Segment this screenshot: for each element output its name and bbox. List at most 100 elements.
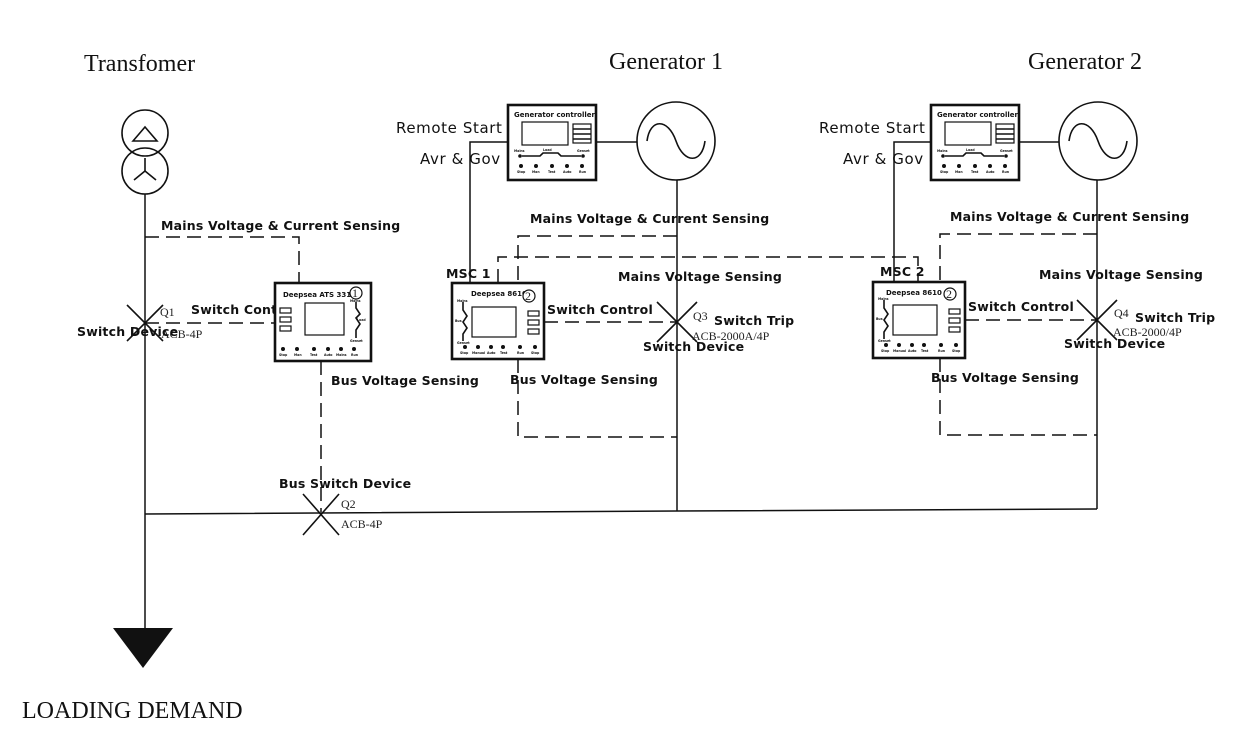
generator-1-controller[interactable]: Generator controller Mains Load Genset S…: [506, 103, 598, 182]
keypad-button-icon[interactable]: [580, 164, 584, 168]
keypad-button-icon[interactable]: [312, 347, 316, 351]
keypad-button-icon[interactable]: [897, 343, 901, 347]
controller-title: Generator controller: [514, 111, 596, 119]
generator-2-controller[interactable]: Generator controller Mains Load Genset S…: [929, 103, 1021, 182]
msc2-display: [892, 304, 938, 336]
ats-bus-sensing-label: Bus Voltage Sensing: [331, 373, 479, 388]
msc1-display: [471, 306, 517, 338]
keypad-button-icon[interactable]: [884, 343, 888, 347]
keypad-button-icon[interactable]: [533, 345, 537, 349]
keypad-button-icon[interactable]: [550, 164, 554, 168]
q2-id: Q2: [341, 497, 356, 511]
controller-micro-label: Run: [1002, 170, 1010, 174]
gen1-mains-v-sensing-label: Mains Voltage Sensing: [618, 269, 782, 284]
controller-title: Generator controller: [937, 111, 1019, 119]
keypad-button-icon[interactable]: [489, 345, 493, 349]
keypad-button-icon[interactable]: [957, 164, 961, 168]
generator-2-icon[interactable]: [1058, 101, 1138, 181]
keypad-button-icon[interactable]: [565, 164, 569, 168]
q3-breaker-icon[interactable]: [656, 301, 698, 343]
q4-breaker-icon[interactable]: [1076, 299, 1118, 341]
msc2-bus-sensing-wire: [939, 358, 1097, 436]
keypad-button-icon[interactable]: [326, 347, 330, 351]
keypad-button-icon[interactable]: [922, 343, 926, 347]
controller-micro-label: Mains: [457, 299, 468, 303]
generator-2-title: Generator 2: [1028, 49, 1142, 75]
keypad-button-icon[interactable]: [973, 164, 977, 168]
ats-button[interactable]: [279, 325, 292, 332]
keypad-button-icon[interactable]: [501, 345, 505, 349]
msc1-keypad[interactable]: Stop Manual Auto Test Run Stop: [460, 345, 540, 355]
controller-micro-label: Manual: [893, 349, 906, 353]
controller-micro-label: Test: [971, 170, 979, 174]
msc2-button[interactable]: [948, 326, 961, 333]
controller-micro-label: Man: [955, 170, 963, 174]
msc1-button[interactable]: [527, 328, 540, 335]
controller-micro-label: Run: [351, 353, 359, 357]
keypad-button-icon[interactable]: [534, 164, 538, 168]
keypad-button-icon[interactable]: [988, 164, 992, 168]
bus-switch-device-label: Bus Switch Device: [279, 476, 411, 491]
ats-display: [304, 302, 345, 336]
controller-micro-label: Mains: [514, 149, 525, 153]
ats-keypad[interactable]: Stop Man Test Auto Mains Run: [279, 347, 359, 357]
keypad-button-icon[interactable]: [910, 343, 914, 347]
controller-number: 2: [946, 287, 952, 301]
keypad-button-icon[interactable]: [942, 164, 946, 168]
q2-breaker-icon[interactable]: [302, 493, 340, 536]
keypad-button-icon[interactable]: [1003, 164, 1007, 168]
q3-switch-trip-label: Switch Trip: [714, 313, 794, 328]
transformer-icon[interactable]: [121, 109, 169, 195]
msc2-controller[interactable]: Deepsea 8610 2 Mains Bus Genset Stop Man…: [871, 280, 967, 360]
q4-rating: ACB-2000/4P: [1113, 325, 1182, 339]
msc1-button[interactable]: [527, 319, 540, 326]
q1-switch-device-label: Switch Device: [77, 324, 178, 339]
controller-micro-label: Mains: [350, 299, 361, 303]
ats-controller[interactable]: Deepsea ATS 331 1 Mains Load Genset Stop…: [273, 281, 373, 363]
q4-id: Q4: [1114, 306, 1129, 320]
controller-micro-label: Man: [532, 170, 540, 174]
ats-button[interactable]: [279, 307, 292, 314]
controller-number: 2: [525, 289, 531, 303]
msc1-controller[interactable]: Deepsea 8610 2 Mains Bus Genset Stop Man…: [450, 281, 546, 361]
msc1-bus-sensing-label: Bus Voltage Sensing: [510, 372, 658, 387]
q4-switch-trip-label: Switch Trip: [1135, 310, 1215, 325]
gen2-keypad[interactable]: Stop Man Test Auto Run: [940, 164, 1010, 174]
transformer-title: Transfomer: [84, 51, 195, 77]
keypad-button-icon[interactable]: [518, 345, 522, 349]
msc2-button[interactable]: [948, 317, 961, 324]
keypad-button-icon[interactable]: [954, 343, 958, 347]
controller-micro-label: Load: [543, 148, 552, 152]
keypad-button-icon[interactable]: [463, 345, 467, 349]
keypad-button-icon[interactable]: [939, 343, 943, 347]
gen1-remote-start-label: Remote Start: [396, 119, 503, 137]
msc2-number-badge: [943, 287, 957, 301]
ats-button[interactable]: [279, 316, 292, 323]
controller-micro-label: Run: [579, 170, 587, 174]
keypad-button-icon[interactable]: [519, 164, 523, 168]
keypad-button-icon[interactable]: [339, 347, 343, 351]
msc1-button[interactable]: [527, 310, 540, 317]
controller-micro-label: Bus: [455, 319, 462, 323]
gen1-keypad[interactable]: Stop Man Test Auto Run: [517, 164, 587, 174]
generator-1-icon[interactable]: [636, 101, 716, 181]
q3-id: Q3: [693, 309, 708, 323]
msc1-number-badge: [522, 289, 536, 303]
controller-micro-label: Manual: [472, 351, 485, 355]
msc2-keypad[interactable]: Stop Manual Auto Test Run Stop: [881, 343, 961, 353]
controller-micro-label: Run: [938, 349, 946, 353]
controller-micro-label: Auto: [986, 170, 995, 174]
controller-micro-label: Genset: [878, 339, 891, 343]
keypad-button-icon[interactable]: [295, 347, 299, 351]
controller-micro-label: Auto: [487, 351, 496, 355]
ats-mains-vc-sensing-label: Mains Voltage & Current Sensing: [161, 218, 400, 233]
keypad-button-icon[interactable]: [281, 347, 285, 351]
keypad-button-icon[interactable]: [476, 345, 480, 349]
controller-micro-label: Auto: [324, 353, 333, 357]
controller-micro-label: Man: [294, 353, 302, 357]
keypad-button-icon[interactable]: [352, 347, 356, 351]
msc2-bus-sensing-label: Bus Voltage Sensing: [931, 370, 1079, 385]
q2-rating: ACB-4P: [341, 517, 383, 531]
msc2-button[interactable]: [948, 308, 961, 315]
